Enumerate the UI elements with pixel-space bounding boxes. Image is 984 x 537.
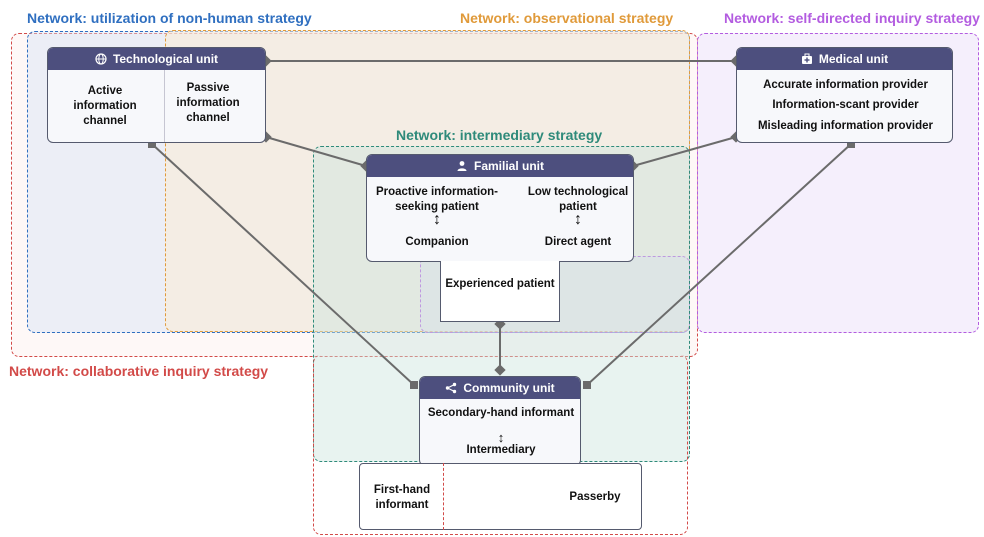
low-technological-patient-label: Low technological patient — [527, 186, 629, 213]
technological-unit-title: Technological unit — [112, 52, 219, 66]
globe-icon — [95, 53, 107, 65]
network-collaborative-title: Network: collaborative inquiry strategy — [9, 363, 269, 379]
community-lower-box[interactable] — [359, 463, 642, 530]
active-information-channel: Active information channel — [73, 85, 137, 127]
companion-label: Companion — [405, 236, 469, 248]
familial-unit-header: Familial unit — [367, 155, 633, 177]
technological-unit-header: Technological unit — [48, 48, 265, 70]
network-non-human-title: Network: utilization of non-human strate… — [27, 10, 312, 26]
community-unit-header: Community unit — [420, 377, 580, 399]
medical-unit-title: Medical unit — [818, 52, 889, 66]
experienced-patient-box[interactable] — [440, 261, 560, 322]
community-arrow: ↕ — [497, 430, 505, 445]
network-intermediary-title: Network: intermediary strategy — [396, 127, 603, 143]
proactive-patient-label: Proactive information-seeking patient — [375, 186, 499, 213]
medical-kit-icon — [801, 53, 812, 64]
collaborative-divider — [443, 463, 444, 530]
secondary-hand-informant-label: Secondary-hand informant — [427, 407, 575, 419]
network-self-directed-title: Network: self-directed inquiry strategy — [724, 10, 980, 26]
medical-unit[interactable]: Medical unit Accurate information provid… — [736, 47, 953, 143]
first-hand-informant-label: First-hand informant — [373, 484, 431, 511]
person-icon — [457, 161, 467, 171]
accurate-information-provider: Accurate information provider — [763, 79, 928, 91]
medical-unit-header: Medical unit — [737, 48, 952, 70]
network-observational-title: Network: observational strategy — [460, 10, 674, 26]
direct-agent-label: Direct agent — [544, 236, 612, 248]
passive-information-channel: Passive information channel — [176, 82, 240, 124]
share-icon — [446, 382, 457, 394]
technological-unit[interactable]: Technological unit Active information ch… — [47, 47, 266, 143]
passerby-label: Passerby — [569, 491, 621, 503]
community-unit[interactable]: Community unit Secondary-hand informant … — [419, 376, 581, 466]
intermediary-label: Intermediary — [466, 444, 536, 456]
familial-right-arrow: ↕ — [574, 211, 582, 228]
misleading-information-provider: Misleading information provider — [757, 120, 934, 132]
familial-unit-title: Familial unit — [473, 159, 544, 173]
network-collaborative-lower-region — [313, 355, 688, 535]
familial-left-arrow: ↕ — [433, 211, 441, 228]
familial-unit[interactable]: Familial unit Proactive information-seek… — [366, 154, 634, 262]
information-scant-provider: Information-scant provider — [772, 99, 919, 111]
experienced-patient-label: Experienced patient — [445, 278, 555, 290]
community-unit-title: Community unit — [463, 381, 555, 395]
